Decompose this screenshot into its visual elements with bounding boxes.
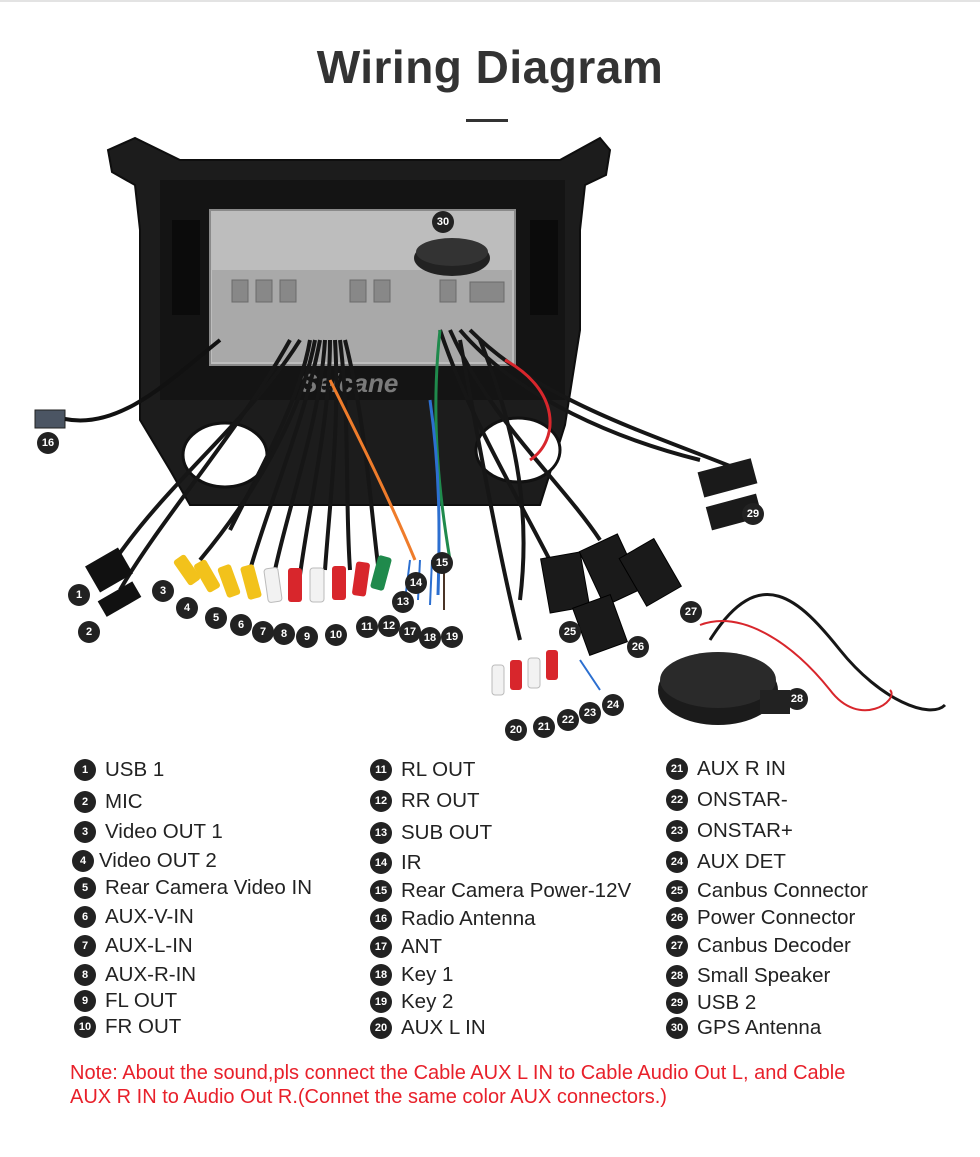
callout-20: 20 <box>505 719 527 741</box>
top-divider <box>0 0 980 2</box>
watermark-text: Seicane <box>300 368 398 398</box>
callout-1: 1 <box>68 584 90 606</box>
callout-23: 23 <box>579 702 601 724</box>
canbus-connectors <box>540 533 683 656</box>
callout-16: 16 <box>37 432 59 454</box>
title-underline <box>466 119 508 122</box>
head-unit-wiring-photo: Seicane <box>34 136 947 725</box>
callout-27: 27 <box>680 601 702 623</box>
callout-15: 15 <box>431 552 453 574</box>
callout-7: 7 <box>252 621 274 643</box>
callout-26: 26 <box>627 636 649 658</box>
note-line-1: Note: About the sound,pls connect the Ca… <box>70 1062 846 1084</box>
page-title: Wiring Diagram <box>316 41 664 93</box>
callout-2: 2 <box>78 621 100 643</box>
callout-25: 25 <box>559 621 581 643</box>
bezel-slot-left <box>172 220 200 315</box>
callout-18: 18 <box>419 627 441 649</box>
usb-1-plug <box>85 547 133 593</box>
chassis-ports <box>231 279 505 303</box>
usb-2-plug-a <box>697 458 758 498</box>
usb-2-plug-b <box>705 493 763 531</box>
callout-12: 12 <box>378 615 400 637</box>
wiring-note: Note: About the sound,pls connect the Ca… <box>70 1061 950 1109</box>
callout-14: 14 <box>405 572 427 594</box>
fakra-connector <box>34 409 66 429</box>
callout-24: 24 <box>602 694 624 716</box>
callout-8: 8 <box>273 623 295 645</box>
callout-13: 13 <box>392 591 414 613</box>
callout-30: 30 <box>432 211 454 233</box>
note-line-2: AUX R IN to Audio Out R.(Connet the same… <box>70 1086 667 1108</box>
cable-bundle <box>113 328 741 641</box>
rca-plugs-aux <box>491 650 558 696</box>
callout-11: 11 <box>356 616 378 638</box>
callout-5: 5 <box>205 607 227 629</box>
callout-3: 3 <box>152 580 174 602</box>
mic-plug <box>97 581 142 617</box>
callout-28: 28 <box>786 688 808 710</box>
rca-plugs-main <box>173 554 392 603</box>
callout-17: 17 <box>399 621 421 643</box>
callout-19: 19 <box>441 626 463 648</box>
callout-9: 9 <box>296 626 318 648</box>
callout-21: 21 <box>533 716 555 738</box>
callout-22: 22 <box>557 709 579 731</box>
bezel-slot-right <box>530 220 558 315</box>
callout-29: 29 <box>742 503 764 525</box>
callout-10: 10 <box>325 624 347 646</box>
callout-6: 6 <box>230 614 252 636</box>
callout-4: 4 <box>176 597 198 619</box>
